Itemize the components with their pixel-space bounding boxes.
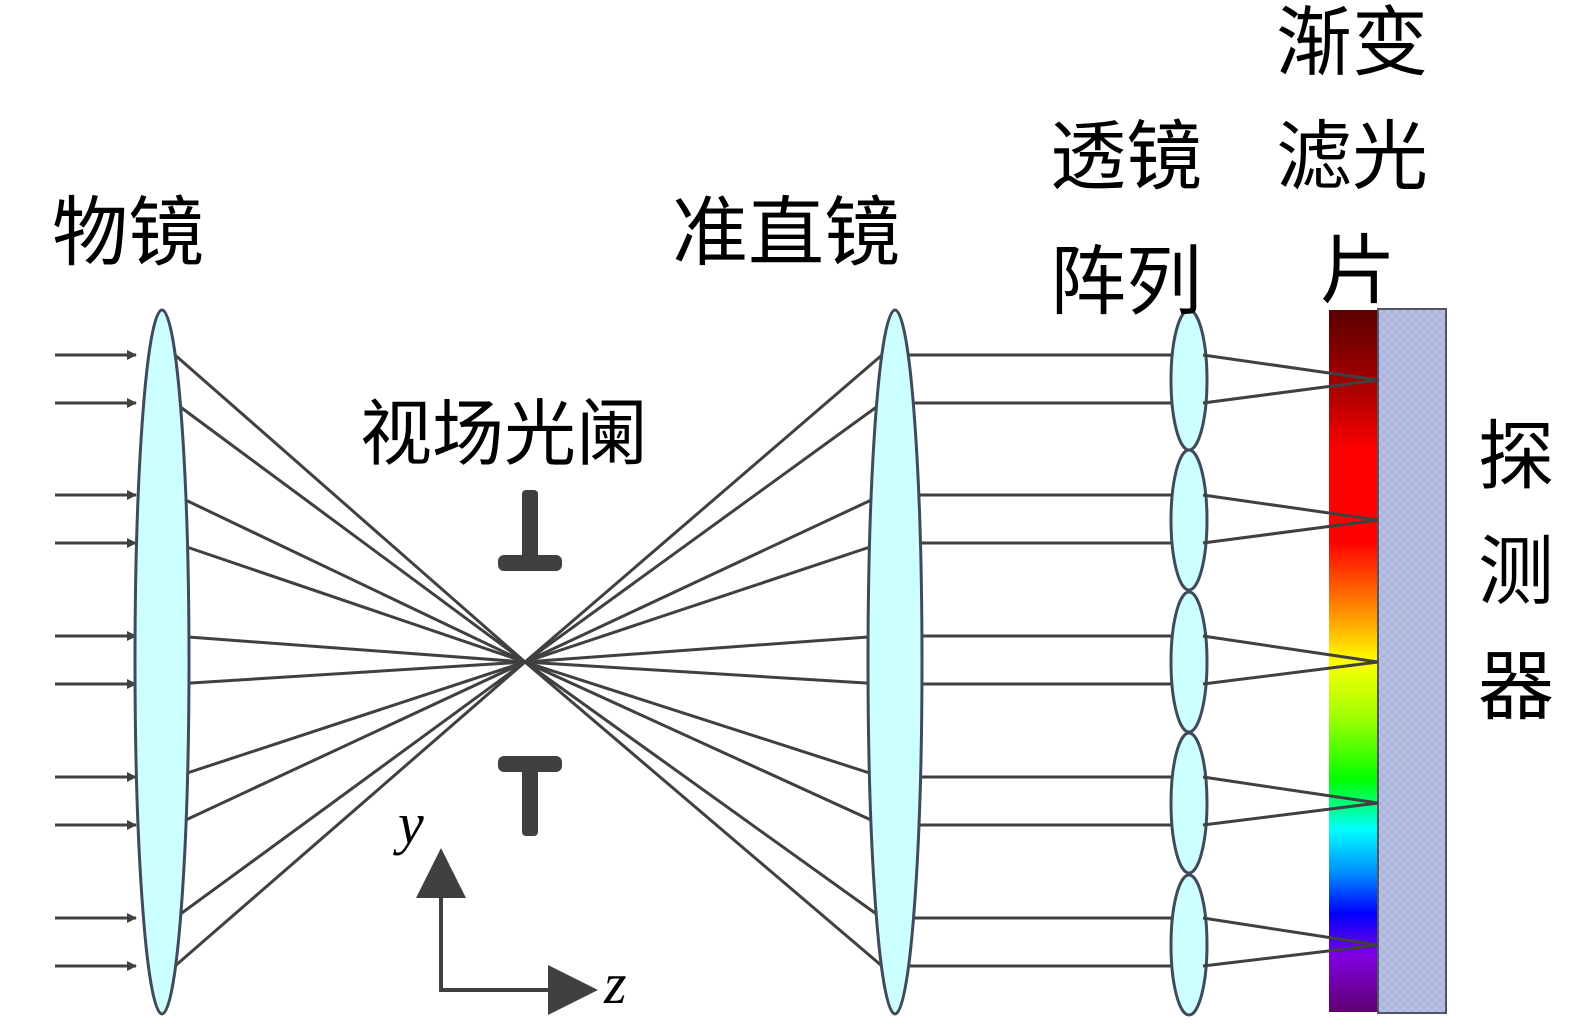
focused-ray xyxy=(1202,943,1379,968)
focused-ray xyxy=(1202,916,1379,947)
filter-label-3: 片 xyxy=(1320,226,1396,315)
converging-ray xyxy=(174,660,526,920)
diverging-ray xyxy=(524,660,883,686)
converging-ray xyxy=(174,541,526,664)
lenslet xyxy=(1169,873,1209,1017)
converging-ray xyxy=(174,401,526,664)
diverging-ray xyxy=(524,541,883,664)
focused-ray xyxy=(1202,775,1379,805)
coordinate-axes xyxy=(416,848,598,1015)
objective-label: 物镜 xyxy=(52,188,204,277)
diverging-ray xyxy=(524,660,883,968)
lenslet-rays xyxy=(1202,353,1379,968)
lens-array-label-2: 阵列 xyxy=(1050,237,1202,326)
converging-ray xyxy=(174,493,526,664)
diverging-ray xyxy=(524,660,883,779)
converging-ray xyxy=(174,660,526,968)
focused-ray xyxy=(1202,353,1379,382)
detector-label-2: 测 xyxy=(1478,527,1554,616)
lenslet xyxy=(1169,590,1209,734)
diverging-ray xyxy=(524,634,883,664)
z-axis-label: z xyxy=(604,951,627,1016)
filter-label-1: 渐变 xyxy=(1276,0,1428,87)
converging-ray xyxy=(174,660,526,827)
objective-lens xyxy=(133,308,191,1016)
converging-ray xyxy=(174,634,526,664)
incident-arrows xyxy=(55,350,137,971)
focused-ray xyxy=(1202,518,1379,545)
converging-ray xyxy=(174,353,526,664)
lenslet xyxy=(1169,448,1209,592)
diverging-ray xyxy=(524,353,883,664)
focused-ray xyxy=(1202,493,1379,522)
y-axis-label: y xyxy=(398,791,424,856)
light-rays xyxy=(174,353,1175,968)
lens-array-label-1: 透镜 xyxy=(1050,112,1202,201)
converging-ray xyxy=(174,660,526,779)
filter-label-2: 滤光 xyxy=(1276,112,1428,201)
focused-ray xyxy=(1202,378,1379,405)
collimator-label: 准直镜 xyxy=(672,188,900,277)
lenslet xyxy=(1169,731,1209,875)
field-stop xyxy=(498,490,562,836)
detector-label-3: 器 xyxy=(1478,642,1554,731)
focused-ray xyxy=(1202,634,1379,664)
focused-ray xyxy=(1202,801,1379,827)
detector xyxy=(1377,308,1447,1014)
diverging-ray xyxy=(524,401,883,664)
focused-ray xyxy=(1202,660,1379,686)
diverging-ray xyxy=(524,660,883,920)
lens-array xyxy=(1169,308,1209,1017)
collimator-lens xyxy=(866,308,924,1016)
field-stop-label: 视场光阑 xyxy=(360,392,649,476)
diverging-ray xyxy=(524,493,883,664)
converging-ray xyxy=(174,660,526,686)
diverging-ray xyxy=(524,660,883,827)
detector-label-1: 探 xyxy=(1478,412,1554,501)
